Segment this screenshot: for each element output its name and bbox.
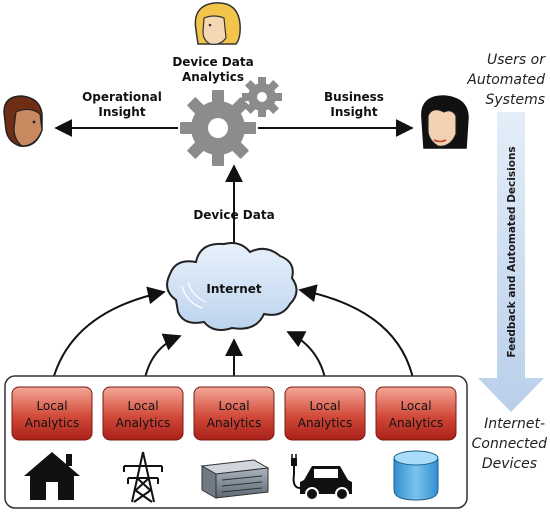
users-label-line3: Systems <box>486 92 546 108</box>
users-label-line2: Automated <box>466 72 545 88</box>
server-icon <box>200 459 270 499</box>
internet-label: Internet <box>206 282 261 296</box>
local-analytics-line2: Analytics <box>116 416 171 430</box>
internet-cloud: Internet <box>166 242 298 331</box>
local-analytics-box-5: Local Analytics <box>375 386 457 441</box>
small-gear-icon <box>242 77 282 117</box>
local-analytics-line1: Local <box>127 399 158 413</box>
power-tower-icon <box>123 451 163 503</box>
upload-arrow-1 <box>51 286 166 384</box>
analyst-avatar <box>194 2 241 45</box>
local-analytics-line1: Local <box>309 399 340 413</box>
devices-label-line3: Devices <box>482 456 537 472</box>
users-label-line1: Users or <box>487 52 546 68</box>
upload-arrow-5 <box>298 284 415 384</box>
users-label: Users or Automated Systems <box>466 52 546 108</box>
feedback-arrow: Feedback and Automated Decisions <box>478 112 544 412</box>
business-user-avatar <box>421 95 469 149</box>
operational-label-line1: Operational <box>82 90 162 104</box>
devices-label: Internet- Connected Devices <box>472 416 548 472</box>
local-analytics-box-3: Local Analytics <box>193 386 275 441</box>
device-data-label: Device Data <box>193 208 274 222</box>
devices-label-line1: Internet- <box>484 416 545 432</box>
business-label-line1: Business <box>324 90 384 104</box>
gears-icon <box>180 77 282 166</box>
local-analytics-box-1: Local Analytics <box>11 386 93 441</box>
analytics-label-line2: Analytics <box>182 70 244 84</box>
operational-label-line2: Insight <box>98 105 145 119</box>
local-analytics-line2: Analytics <box>298 416 353 430</box>
local-analytics-line1: Local <box>218 399 249 413</box>
business-label-line2: Insight <box>330 105 377 119</box>
local-analytics-box-2: Local Analytics <box>102 386 184 441</box>
database-icon <box>393 450 439 501</box>
analytics-label-line1: Device Data <box>172 55 253 69</box>
feedback-label: Feedback and Automated Decisions <box>506 146 518 357</box>
local-analytics-box-4: Local Analytics <box>284 386 366 441</box>
local-analytics-line2: Analytics <box>389 416 444 430</box>
electric-car-icon <box>291 454 352 501</box>
devices-label-line2: Connected <box>472 436 548 452</box>
local-analytics-line1: Local <box>400 399 431 413</box>
house-icon <box>24 452 80 500</box>
large-gear-icon <box>180 90 256 166</box>
local-analytics-line2: Analytics <box>207 416 262 430</box>
operator-avatar <box>3 95 43 147</box>
local-analytics-line1: Local <box>36 399 67 413</box>
local-analytics-line2: Analytics <box>25 416 80 430</box>
